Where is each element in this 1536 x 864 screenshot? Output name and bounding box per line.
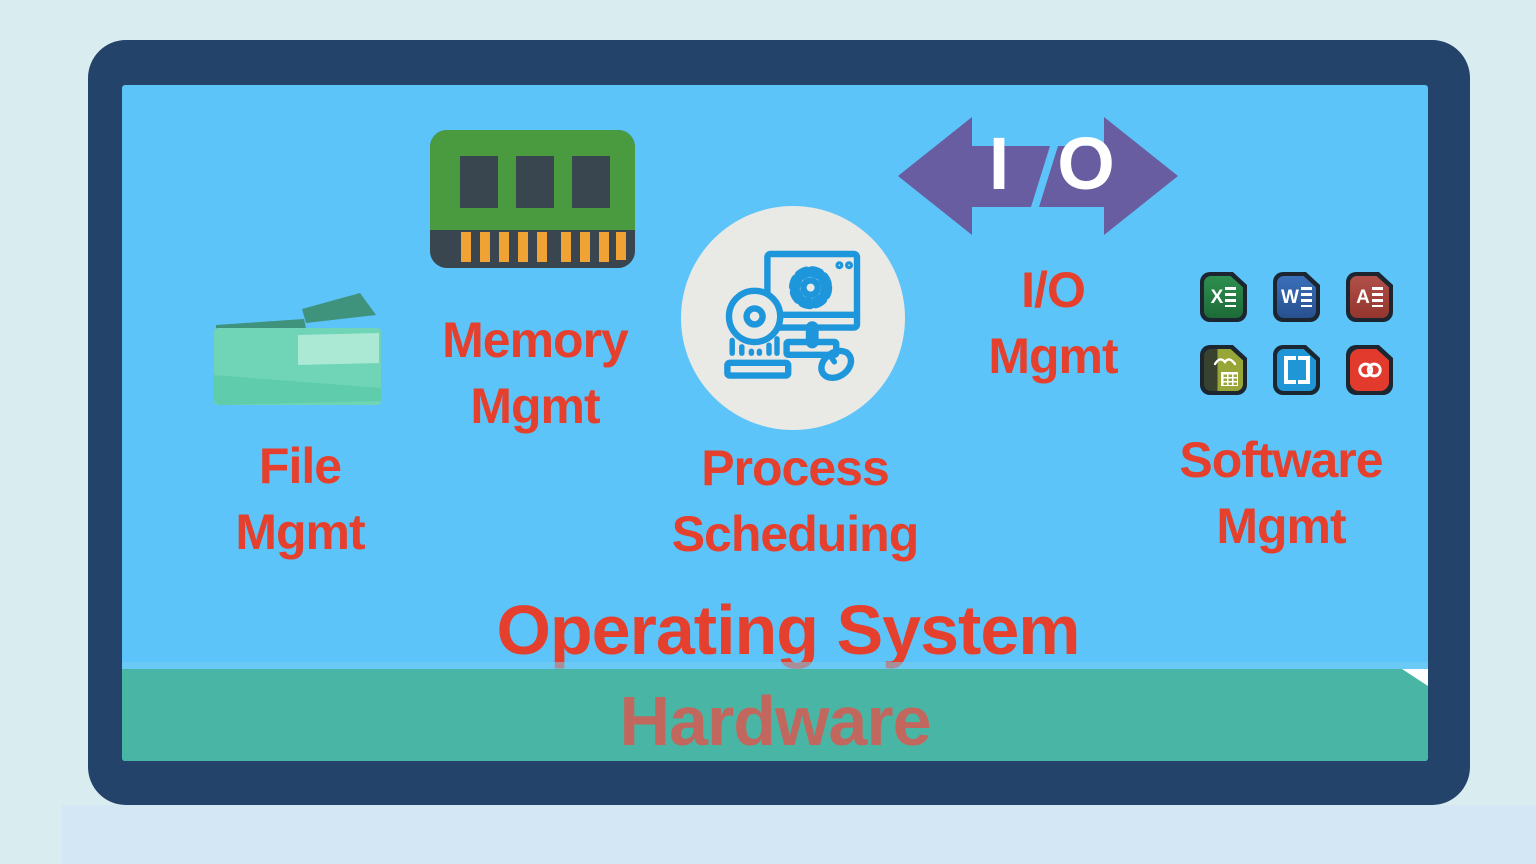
- openoffice-icon-face: [1204, 349, 1243, 391]
- word-icon: W: [1273, 272, 1320, 322]
- process-line2: Scheduing: [671, 506, 920, 562]
- process-scheduling-icon: [681, 206, 905, 430]
- io-arrow-letter-o: O: [1057, 122, 1115, 205]
- double-arrow-shape: [898, 117, 1178, 235]
- operating-system-title: Operating System: [496, 591, 1080, 669]
- memory-mgmt-line2: Mgmt: [470, 378, 600, 434]
- cloud-loop-glyph: [1357, 362, 1382, 378]
- file-mgmt-label: File Mgmt: [130, 433, 470, 565]
- hardware-bar-highlight: [122, 662, 1428, 669]
- monitor-screen: I O X W A: [122, 85, 1428, 761]
- monitor-frame: I O X W A: [88, 40, 1470, 805]
- hardware-bar-corner-notch: [1402, 669, 1428, 686]
- excel-letter: X: [1210, 286, 1224, 308]
- process-line1: Process: [701, 440, 890, 496]
- hardware-bar: Hardware: [122, 669, 1428, 761]
- io-arrow-letter-i: I: [988, 122, 1010, 205]
- ram-memory-icon: [430, 130, 635, 268]
- file-mgmt-line2: Mgmt: [235, 504, 365, 560]
- right-bracket-glyph: [1297, 356, 1310, 384]
- word-icon-face: W: [1277, 276, 1316, 318]
- access-letter: A: [1356, 286, 1370, 308]
- excel-icon: X: [1200, 272, 1247, 322]
- software-mgmt-line2: Mgmt: [1216, 498, 1346, 554]
- excel-sheet-glyph: [1225, 287, 1237, 307]
- access-icon: A: [1346, 272, 1393, 322]
- io-mgmt-label: I/O Mgmt: [883, 257, 1223, 389]
- adobe-creative-cloud-icon: [1346, 345, 1393, 395]
- brackets-icon-face: [1277, 349, 1316, 391]
- access-icon-face: A: [1350, 276, 1389, 318]
- word-letter: W: [1281, 286, 1299, 308]
- io-mgmt-line2: Mgmt: [988, 328, 1118, 384]
- folder-icon: [214, 293, 381, 405]
- file-mgmt-line1: File: [258, 438, 342, 494]
- io-mgmt-line1: I/O: [1021, 262, 1086, 318]
- io-arrows-icon: I O: [898, 113, 1178, 240]
- memory-mgmt-label: Memory Mgmt: [365, 307, 705, 439]
- left-bracket-glyph: [1283, 356, 1296, 384]
- adobe-cc-icon-face: [1350, 349, 1389, 391]
- background-bottom-strip: [62, 805, 1536, 864]
- software-mgmt-line1: Software: [1179, 432, 1383, 488]
- software-mgmt-label: Software Mgmt: [1111, 427, 1428, 559]
- openoffice-grid-glyph: [1221, 372, 1238, 386]
- memory-mgmt-line1: Memory: [442, 312, 629, 368]
- brackets-icon: [1273, 345, 1320, 395]
- access-sheet-glyph: [1371, 287, 1383, 307]
- hardware-label: Hardware: [619, 682, 931, 760]
- openoffice-icon: [1200, 345, 1247, 395]
- process-scheduling-label: Process Scheduing: [625, 435, 965, 567]
- computer-gear-lineart-icon: [724, 250, 861, 382]
- gull-glyph: [1213, 358, 1237, 366]
- excel-icon-face: X: [1204, 276, 1243, 318]
- word-sheet-glyph: [1300, 287, 1312, 307]
- software-icons-grid: X W A: [1200, 272, 1428, 395]
